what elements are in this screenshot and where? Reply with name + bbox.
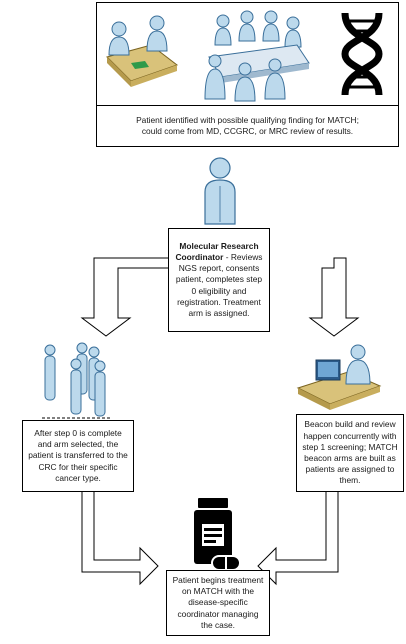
transfer-step: After step 0 is complete and arm selecte… xyxy=(22,420,134,492)
computer-workstation-icon xyxy=(296,344,382,410)
treatment-step: Patient begins treatment on MATCH with t… xyxy=(166,570,270,636)
split-arrow-right xyxy=(308,257,360,337)
right-merge-arrow xyxy=(257,489,339,586)
patient-group-icon xyxy=(42,342,112,419)
person-icon xyxy=(204,157,236,225)
clinician-meeting-icon xyxy=(106,15,179,87)
treatment-text: Patient begins treatment on MATCH with t… xyxy=(172,574,264,630)
identification-text: Patient identified with possible qualify… xyxy=(136,114,359,136)
left-merge-arrow xyxy=(81,489,159,586)
top-image-frame xyxy=(96,2,399,106)
medication-bottle-icon xyxy=(194,498,241,571)
beacon-text: Beacon build and review happen concurren… xyxy=(302,419,398,486)
transfer-text: After step 0 is complete and arm selecte… xyxy=(28,427,128,483)
beacon-step: Beacon build and review happen concurren… xyxy=(296,414,404,492)
dna-helix-icon xyxy=(341,12,383,96)
coordinator-description: - Reviews NGS report, consents patient, … xyxy=(175,251,263,318)
coordinator-title: Molecular Research Coordinator xyxy=(175,240,259,262)
identification-step: Patient identified with possible qualify… xyxy=(96,105,399,147)
review-committee-icon xyxy=(204,10,310,102)
coordinator-step: Molecular Research Coordinator - Reviews… xyxy=(168,228,270,332)
